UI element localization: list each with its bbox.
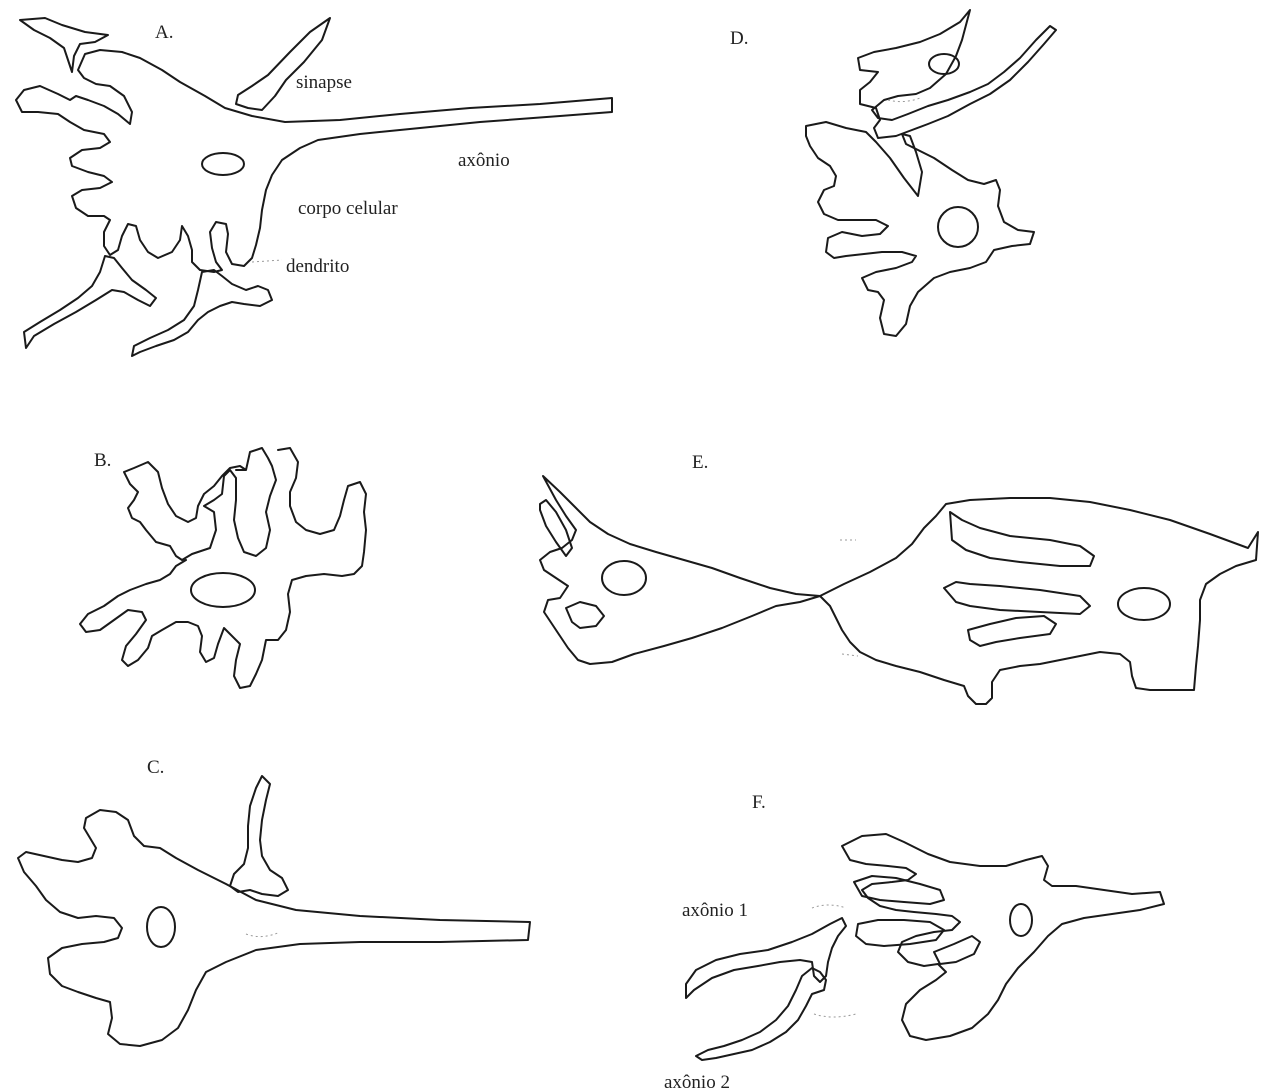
panel-c-nucleus — [147, 907, 175, 947]
panel-c: C. — [18, 757, 530, 1046]
panel-b-neuron-outline — [80, 448, 366, 688]
panel-b-letter: B. — [94, 450, 111, 471]
panel-a-fragment — [20, 18, 108, 72]
panel-d-synapse-dots — [888, 98, 920, 102]
panel-f-letter: F. — [752, 792, 766, 813]
panel-d-postsynaptic-neuron — [806, 122, 1034, 336]
label-dendrito: dendrito — [286, 256, 349, 277]
panel-f-postsynaptic-neuron — [842, 834, 1164, 1040]
panel-f-synapse-dots-2 — [814, 1014, 856, 1017]
panel-e-right-dendrite-1 — [950, 512, 1094, 566]
panel-e-right-dendrite-3 — [968, 616, 1056, 646]
panel-e-right-dendrite-2 — [944, 582, 1090, 614]
label-axonio-1: axônio 1 — [682, 900, 748, 921]
label-axonio-2: axônio 2 — [664, 1072, 730, 1092]
panel-c-presynaptic-terminal — [230, 776, 288, 896]
panel-c-neuron-outline — [18, 810, 530, 1046]
panel-f-axon-2 — [696, 968, 826, 1060]
label-axonio: axônio — [458, 150, 510, 171]
panel-d-presynaptic-nucleus — [929, 54, 959, 74]
label-sinapse: sinapse — [296, 72, 352, 93]
panel-b: B. — [80, 448, 366, 688]
panel-a-synapse-terminal — [236, 18, 330, 110]
panel-a-dendrite-pointer — [252, 260, 282, 262]
panel-f-nucleus — [1010, 904, 1032, 936]
panel-a-dendrite-lower-middle — [132, 270, 272, 356]
panel-f-axon-1 — [686, 918, 846, 998]
panel-d-presynaptic-neuron — [858, 10, 1056, 138]
label-corpo-celular: corpo celular — [298, 198, 398, 219]
panel-a-dendrite-lower-left — [24, 256, 156, 348]
panel-f-synapse-dots-1 — [812, 905, 846, 908]
panel-e-right-nucleus — [1118, 588, 1170, 620]
panel-c-letter: C. — [147, 757, 164, 778]
panel-a: A. sinapse axônio corpo celular dendrito — [16, 18, 612, 356]
panel-d-letter: D. — [730, 28, 748, 49]
panel-a-nucleus — [202, 153, 244, 175]
panel-f: F. axônio 1 axônio 2 — [664, 792, 1164, 1092]
panel-e: E. — [540, 452, 1258, 704]
panel-c-synapse-dots — [246, 932, 280, 937]
panel-e-right-neuron — [820, 498, 1258, 704]
panel-e-left-process — [566, 602, 604, 628]
panel-e-left-neuron — [540, 476, 820, 664]
panel-e-letter: E. — [692, 452, 708, 473]
panel-e-left-nucleus — [602, 561, 646, 595]
panel-d-postsynaptic-nucleus — [938, 207, 978, 247]
panel-f-dendrite-3 — [934, 936, 980, 964]
panel-e-synapse-dots-bottom — [842, 654, 858, 656]
panel-a-letter: A. — [155, 22, 173, 43]
panel-b-nucleus — [191, 573, 255, 607]
panel-d: D. — [730, 10, 1056, 336]
